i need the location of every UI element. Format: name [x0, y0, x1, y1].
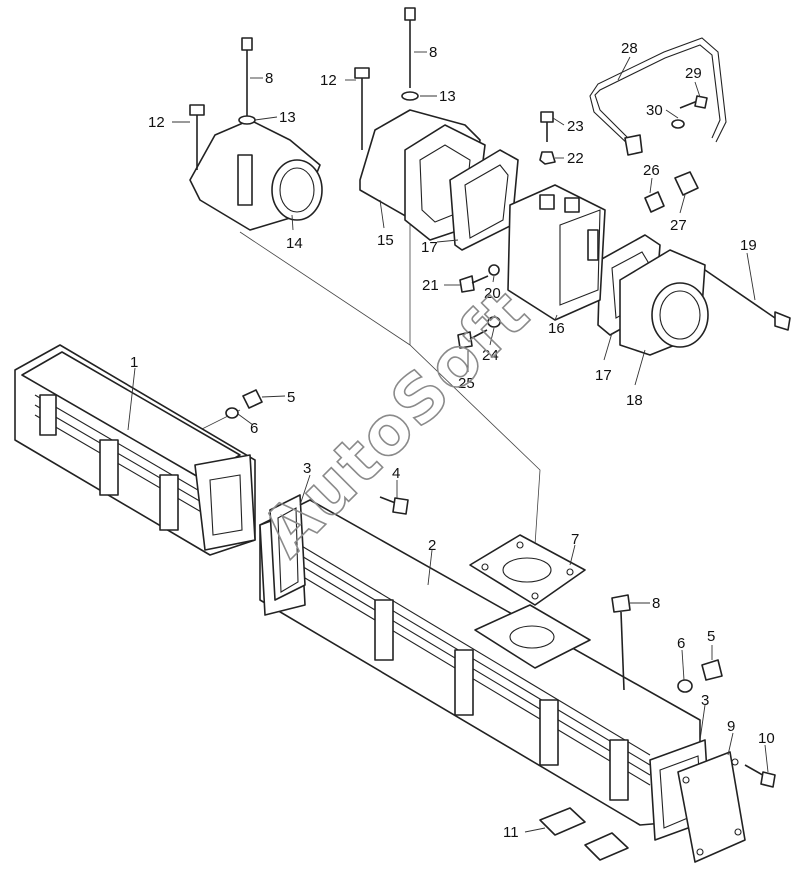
part-20-washer: [488, 264, 500, 276]
callout-25: 25: [458, 375, 475, 392]
part-13-washer-left: [238, 115, 256, 125]
part-29-bolt: [679, 95, 708, 109]
callout-2: 2: [428, 537, 436, 554]
callout-3-right: 3: [701, 692, 709, 709]
callout-29: 29: [685, 65, 702, 82]
part-8-bolt-upper-middle: [404, 7, 416, 88]
part-11-small-gaskets: [539, 807, 629, 861]
part-13-washer-right: [401, 91, 419, 101]
callout-16: 16: [548, 320, 565, 337]
callout-13-left: 13: [279, 109, 296, 126]
part-26-fitting: [644, 191, 665, 213]
part-24-washer: [487, 316, 501, 328]
part-5-plug-lower: [701, 659, 723, 681]
part-12-bolt-right: [354, 67, 370, 150]
callout-20: 20: [484, 285, 501, 302]
part-27-fitting: [674, 171, 699, 196]
callout-1: 1: [130, 354, 138, 371]
part-22-nut: [539, 151, 556, 165]
part-25-bolt: [457, 329, 488, 349]
part-15-housing: [359, 109, 486, 241]
callout-23: 23: [567, 118, 584, 135]
callout-5-upper: 5: [287, 389, 295, 406]
callout-6-lower: 6: [677, 635, 685, 652]
part-19-long-bolt: [704, 269, 791, 331]
callout-10: 10: [758, 730, 775, 747]
part-10-bolt: [744, 764, 776, 788]
part-8-bolt-upper-left: [241, 37, 253, 118]
part-21-bolt: [459, 275, 489, 293]
part-12-bolt-left: [189, 104, 205, 170]
callout-21: 21: [422, 277, 439, 294]
callout-7: 7: [571, 531, 579, 548]
part-16-valve-body: [507, 184, 606, 321]
callout-18: 18: [626, 392, 643, 409]
part-1-exhaust-manifold-left: [14, 344, 256, 556]
callout-9: 9: [727, 718, 735, 735]
callout-4: 4: [392, 465, 400, 482]
callout-5-lower: 5: [707, 628, 715, 645]
callout-8-upper-middle: 8: [429, 44, 437, 61]
callout-24: 24: [482, 347, 499, 364]
callout-17-upper: 17: [421, 239, 438, 256]
callout-19: 19: [740, 237, 757, 254]
part-5-plug-upper: [242, 389, 263, 409]
callout-11: 11: [503, 824, 519, 841]
part-23-bolt: [540, 111, 554, 142]
callout-26: 26: [643, 162, 660, 179]
part-4-bolt: [379, 496, 409, 515]
callout-12-right: 12: [320, 72, 337, 89]
callout-labels: 1 2 3 3 4 5 5 6 6 7 8 8 8 9 10 11 12 12 …: [130, 40, 775, 841]
callout-3-left: 3: [303, 460, 311, 477]
part-14-outlet-elbow: [189, 119, 323, 231]
callout-22: 22: [567, 150, 584, 167]
part-30-washer: [671, 119, 685, 129]
callout-14: 14: [286, 235, 303, 252]
callout-30: 30: [646, 102, 663, 119]
part-8-bolt-lower: [611, 594, 631, 691]
callout-15: 15: [377, 232, 394, 249]
part-28-tube: [589, 37, 727, 156]
part-9-end-cover: [677, 751, 746, 863]
part-6-washer-upper: [225, 407, 239, 419]
callout-17-lower: 17: [595, 367, 612, 384]
part-3-gasket-left: [269, 494, 306, 601]
callout-8-upper-left: 8: [265, 70, 273, 87]
callout-6-upper: 6: [250, 420, 258, 437]
callout-8-lower: 8: [652, 595, 660, 612]
watermark-text: AutoSoft: [247, 274, 545, 572]
part-7-flange-gasket: [469, 534, 586, 606]
part-18-outlet-flange: [619, 249, 709, 356]
callout-28: 28: [621, 40, 638, 57]
callout-12-left: 12: [148, 114, 165, 131]
part-2-exhaust-manifold-right: [259, 499, 701, 826]
callout-27: 27: [670, 217, 687, 234]
callout-leader-lines: [127, 51, 769, 833]
callout-13-right: 13: [439, 88, 456, 105]
part-6-washer-lower: [677, 679, 693, 693]
